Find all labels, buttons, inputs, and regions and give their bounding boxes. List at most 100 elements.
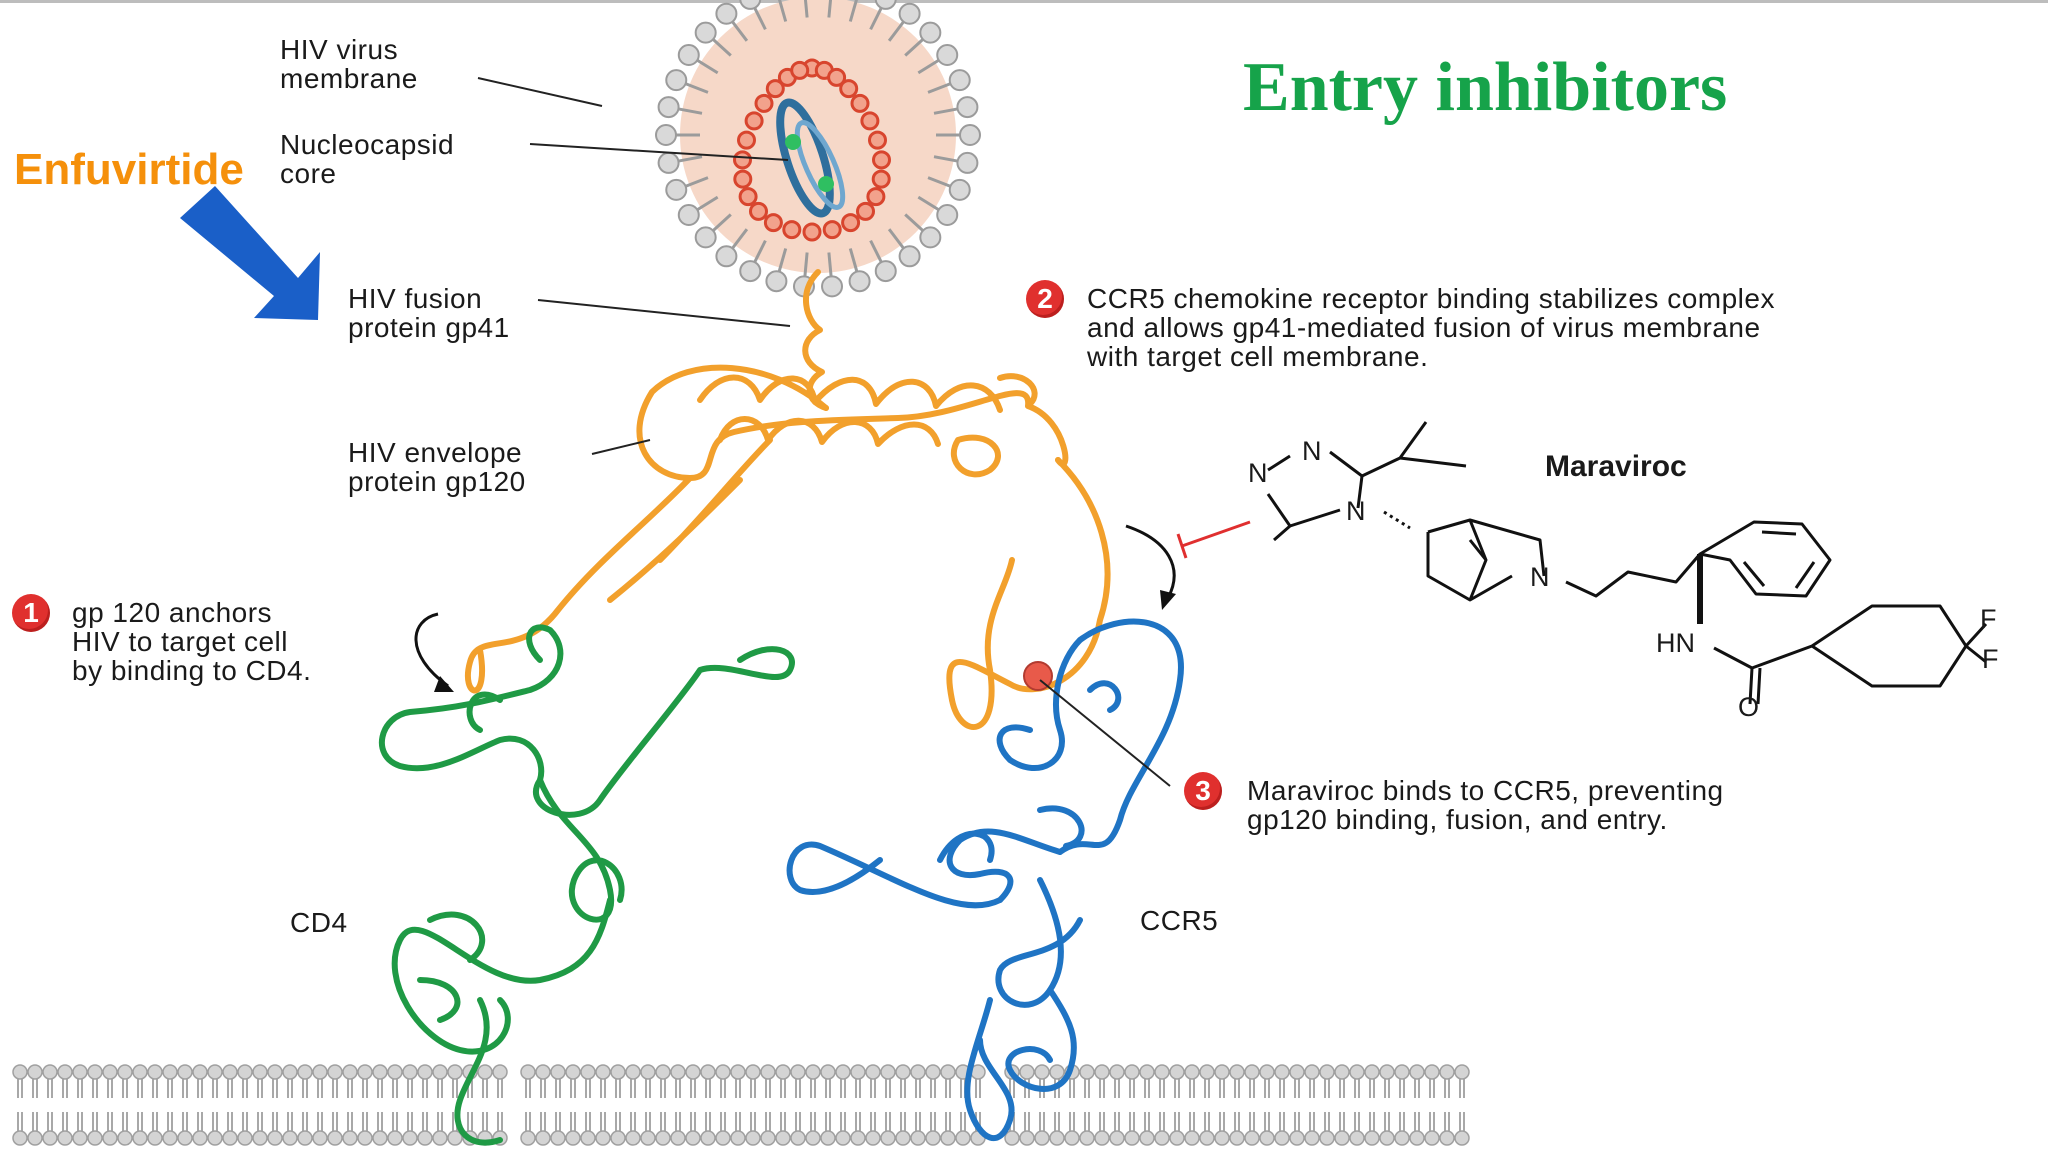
- bilayer-head: [730, 1130, 746, 1146]
- bilayer-head: [1169, 1064, 1185, 1080]
- nucleocapsid-label-line-1: Nucleocapsid: [280, 129, 455, 160]
- membrane-lipid-tail: [803, 0, 809, 18]
- bilayer-head: [715, 1064, 731, 1080]
- bilayer-head: [775, 1130, 791, 1146]
- bilayer-head: [312, 1064, 328, 1080]
- bilayer-head: [865, 1130, 881, 1146]
- step-3-badge: 3: [1184, 772, 1222, 810]
- bilayer-head: [387, 1064, 403, 1080]
- cd4-domain-3: [537, 777, 625, 923]
- membrane-lipid-head: [677, 43, 700, 66]
- bilayer-head: [177, 1130, 193, 1146]
- bilayer-head: [297, 1064, 313, 1080]
- leader-gp120: [591, 439, 651, 455]
- step-3-line-2: gp120 binding, fusion, and entry.: [1247, 804, 1668, 835]
- enzyme-dot-1: [785, 134, 801, 150]
- bilayer-head: [1199, 1064, 1215, 1080]
- membrane-lipid-head: [948, 69, 971, 92]
- membrane-lipid-head: [665, 178, 688, 201]
- bilayer-head: [1259, 1064, 1275, 1080]
- membrane-lipid-tail: [848, 0, 858, 22]
- bilayer-head: [700, 1064, 716, 1080]
- bilayer-head: [387, 1130, 403, 1146]
- membrane-lipid-head: [959, 124, 981, 146]
- bilayer-head: [252, 1064, 268, 1080]
- bilayer-head: [700, 1130, 716, 1146]
- top-border: [0, 0, 2048, 3]
- cd4-receptor: [379, 624, 795, 1146]
- bilayer-head: [87, 1064, 103, 1080]
- bilayer-head: [835, 1130, 851, 1146]
- bilayer-head: [222, 1064, 238, 1080]
- bilayer-head: [670, 1064, 686, 1080]
- bilayer-head: [1454, 1130, 1470, 1146]
- bilayer-head: [267, 1064, 283, 1080]
- membrane-lipid-head: [665, 69, 688, 92]
- cd4-domain-4: [391, 897, 613, 1055]
- bilayer-head: [1454, 1064, 1470, 1080]
- bilayer-head: [282, 1130, 298, 1146]
- gp120-loops-mid: [717, 416, 941, 447]
- leader-gp41: [537, 299, 791, 327]
- leader-maraviroc-site: [1039, 679, 1171, 787]
- bilayer-head: [192, 1064, 208, 1080]
- bilayer-head: [1334, 1064, 1350, 1080]
- bilayer-head: [267, 1130, 283, 1146]
- ccr5-loop-4: [786, 841, 1003, 909]
- bilayer-head: [850, 1064, 866, 1080]
- phenyl-double-bonds: [1742, 530, 1816, 589]
- bilayer-head: [895, 1130, 911, 1146]
- bilayer-head: [1229, 1130, 1245, 1146]
- capsid-bead: [841, 213, 861, 233]
- bilayer-head: [1289, 1130, 1305, 1146]
- bilayer-head: [1049, 1064, 1065, 1080]
- bilayer-head: [222, 1130, 238, 1146]
- cd4-stalk: [454, 997, 503, 1146]
- bilayer-head: [327, 1130, 343, 1146]
- bilayer-head: [640, 1130, 656, 1146]
- bilayer-head: [147, 1130, 163, 1146]
- propyl-chain: [1565, 553, 1702, 598]
- bilayer-head: [57, 1130, 73, 1146]
- bilayer-head: [550, 1130, 566, 1146]
- bilayer-head: [1019, 1130, 1035, 1146]
- bilayer-head: [610, 1130, 626, 1146]
- gp120-loops-top: [697, 374, 1003, 413]
- bilayer-head: [580, 1130, 596, 1146]
- membrane-lipid-head: [956, 151, 979, 174]
- bilayer-head: [132, 1130, 148, 1146]
- bilayer-head: [820, 1064, 836, 1080]
- bilayer-head: [745, 1130, 761, 1146]
- bilayer-head: [492, 1064, 508, 1080]
- atom-f-2: F: [1982, 644, 1999, 674]
- slide-title: Entry inhibitors: [1243, 49, 1728, 126]
- bilayer-head: [1409, 1064, 1425, 1080]
- membrane-lipid-head: [694, 21, 717, 44]
- gp120-right-lobe: [946, 457, 1111, 703]
- arrow-step-1: [414, 612, 449, 688]
- bilayer-head: [1274, 1130, 1290, 1146]
- gp120-label-line-2: protein gp120: [348, 466, 526, 497]
- bilayer-head: [12, 1064, 28, 1080]
- stereo-bond: [1383, 510, 1411, 530]
- membrane-lipid-head: [919, 226, 942, 249]
- membrane-lipid-head: [936, 204, 959, 227]
- gp41-gp120-complex: [464, 269, 1111, 730]
- bilayer-head: [1169, 1130, 1185, 1146]
- bilayer-head: [805, 1130, 821, 1146]
- bilayer-head: [520, 1064, 536, 1080]
- bilayer-head: [685, 1064, 701, 1080]
- rna-strand-1: [776, 98, 834, 218]
- bilayer-head: [42, 1064, 58, 1080]
- membrane-lipid-head: [848, 270, 871, 293]
- bilayer-head: [925, 1130, 941, 1146]
- bilayer-head: [357, 1064, 373, 1080]
- membrane-lipid-head: [715, 2, 738, 25]
- cd4-domain-2: [533, 646, 795, 818]
- step-1-line-3: by binding to CD4.: [72, 655, 312, 686]
- bilayer-head: [432, 1064, 448, 1080]
- bilayer-head: [910, 1130, 926, 1146]
- bilayer-head: [1394, 1064, 1410, 1080]
- membrane-lipid-head: [765, 270, 788, 293]
- hiv-virion: [655, 0, 981, 298]
